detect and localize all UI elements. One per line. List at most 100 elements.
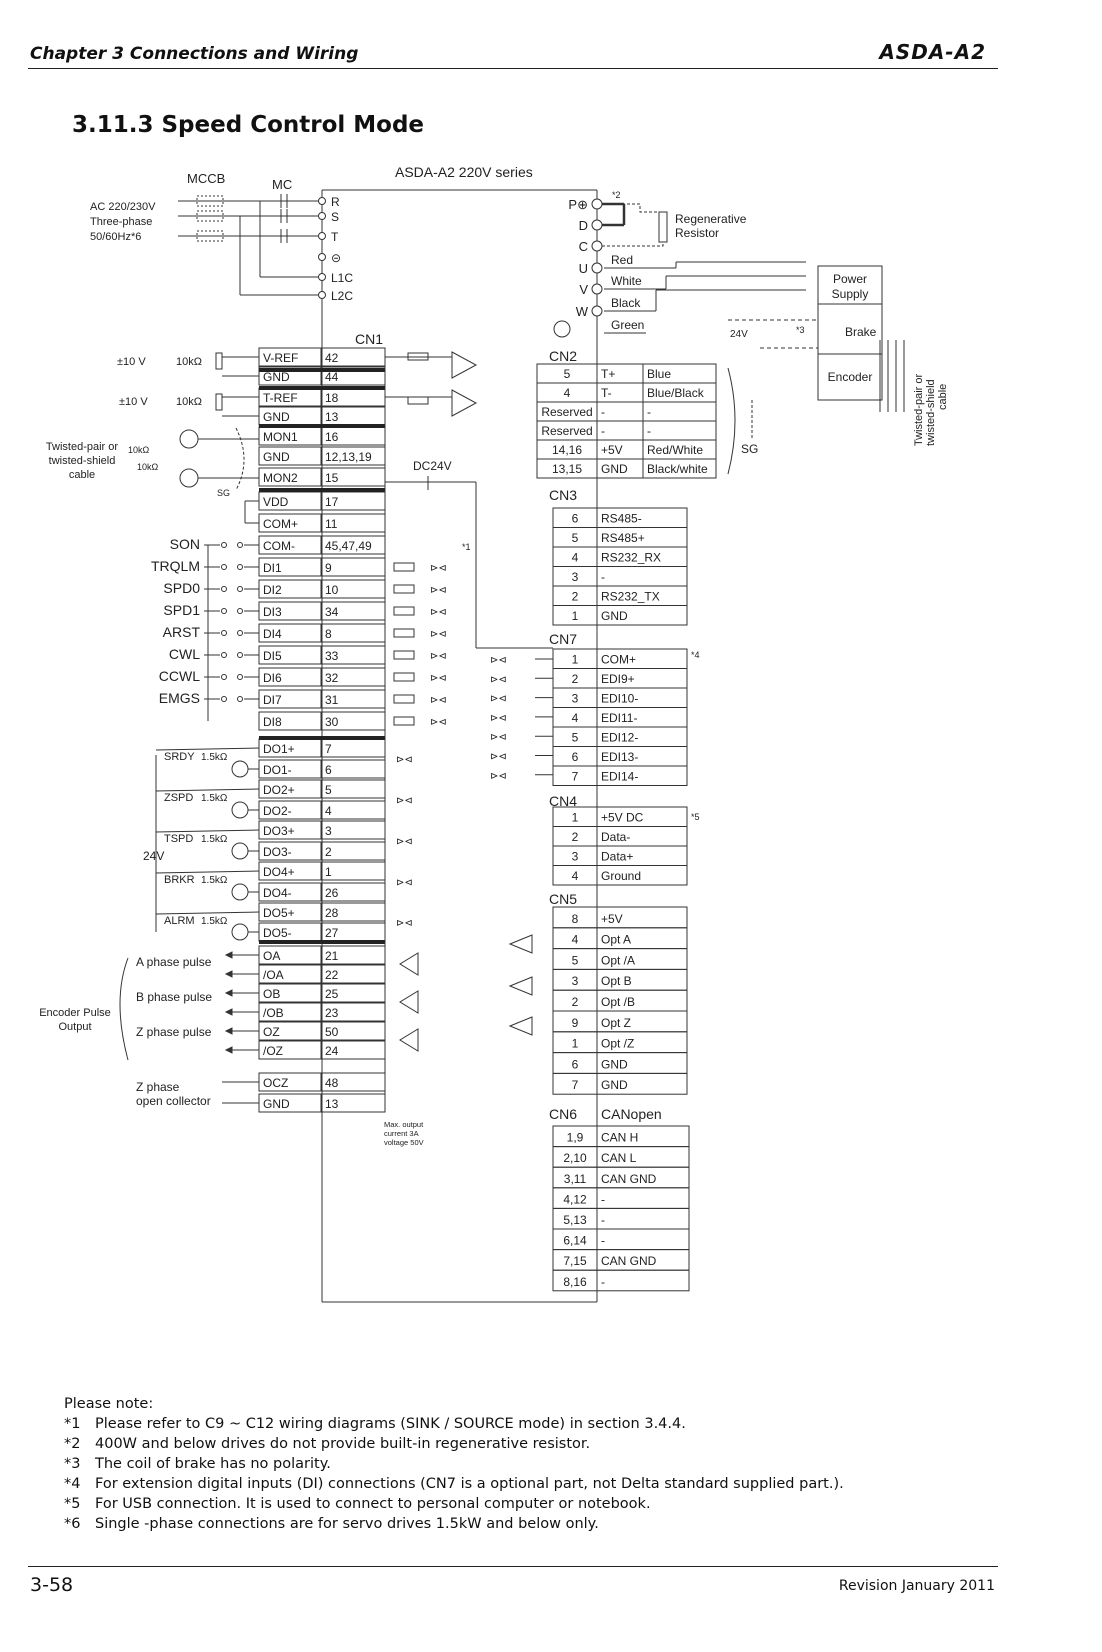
arrow-icon — [224, 989, 233, 997]
switch-contact — [221, 608, 227, 614]
cn2-cell-text: +5V — [601, 443, 623, 457]
cn5-cell-text: Opt /B — [601, 995, 635, 1009]
cn1-pin: 15 — [325, 471, 339, 485]
cn3-cell-text: RS485- — [601, 512, 642, 526]
do-wire — [155, 911, 260, 915]
cn2-cell-text: Reserved — [541, 424, 592, 438]
power-supply-label: Supply — [832, 287, 869, 301]
do-wire — [155, 788, 260, 792]
cn5-cell-text: 8 — [572, 912, 579, 926]
analog-res-label: 10kΩ — [176, 356, 202, 368]
cn1-pin: 13 — [325, 410, 339, 424]
cn1-signal: DO5- — [263, 926, 292, 940]
di-input-resistor — [393, 628, 415, 638]
note-text: The coil of brake has no polarity. — [95, 1456, 331, 1472]
chapter-title: Chapter 3 Connections and Wiring — [30, 44, 359, 64]
cn4-cell-text: 1 — [572, 811, 579, 825]
wire-color-label: Black — [611, 296, 641, 310]
z-open-collector-label: Z phase — [136, 1080, 180, 1094]
cn3-cell-text: RS232_TX — [601, 590, 660, 604]
cn1-signal: COM- — [263, 539, 295, 553]
arrow-icon — [224, 1046, 233, 1054]
cn7-cell-text: EDI9+ — [601, 672, 635, 686]
cn1-pin: 13 — [325, 1097, 339, 1111]
note-number: *3 — [64, 1456, 81, 1472]
cn7-cell-text: 4 — [572, 711, 579, 725]
cn1-pin: 2 — [325, 845, 332, 859]
di-input-resistor — [393, 672, 415, 682]
switch-contact — [221, 542, 227, 548]
cn1-pin: 42 — [325, 351, 339, 365]
regen-wire — [602, 242, 664, 247]
cn1-pin: 4 — [325, 804, 332, 818]
di-function-label: SON — [170, 536, 200, 552]
cn6-cell-text: 3,11 — [564, 1172, 587, 1186]
cn1-signal: T-REF — [263, 391, 298, 405]
twisted-label-left: twisted-shield — [49, 455, 116, 467]
cn7-cell-text: 6 — [572, 750, 579, 764]
twisted-label: Twisted-pair or — [913, 374, 925, 446]
power-terminal — [318, 212, 326, 220]
cn5-cell-text: 1 — [572, 1037, 579, 1051]
cn6-cell-text: CAN GND — [601, 1172, 657, 1186]
cn6-title: CN6 — [549, 1106, 577, 1122]
max-output-label: current 3A — [384, 1129, 419, 1138]
series-title: ASDA-A2 220V series — [395, 164, 533, 180]
product-logo: ASDA-A2 — [879, 40, 986, 64]
cn4-cell-text: Ground — [601, 869, 641, 883]
cn7-title: CN7 — [549, 631, 577, 647]
cn4-cell-text: Data- — [601, 830, 630, 844]
cn1-pin: 31 — [325, 693, 339, 707]
cn7-cell-text: EDI14- — [601, 770, 638, 784]
motor-terminal-label: P⊕ — [568, 197, 588, 212]
cn1-signal: DO4+ — [263, 865, 295, 879]
switch-contact — [221, 564, 227, 570]
wire-color-label: White — [611, 274, 642, 288]
potentiometer — [215, 352, 223, 370]
analog-voltage-label: ±10 V — [117, 356, 146, 368]
di-function-label: SPD1 — [163, 602, 200, 618]
cn1-pin: 1 — [325, 865, 332, 879]
cn5-cell-text: 6 — [572, 1057, 579, 1071]
cn1-signal: DO2+ — [263, 783, 295, 797]
switch-contact — [221, 674, 227, 680]
encoder-output-label: A phase pulse — [136, 955, 212, 969]
mon-res-label: 10kΩ — [137, 462, 159, 472]
cn5-cell-text: GND — [601, 1078, 628, 1092]
cn2-cell — [642, 458, 717, 479]
cn5-cell — [596, 1072, 688, 1095]
cn6-cell-text: - — [601, 1192, 605, 1206]
cn3-cell-text: - — [601, 570, 605, 584]
cn1-pin: 34 — [325, 605, 339, 619]
cn1-signal: DI7 — [263, 693, 282, 707]
brake-24v-label: 24V — [730, 329, 748, 340]
cn2-cell-text: - — [647, 424, 651, 438]
cn4-cell-text: 3 — [572, 850, 579, 864]
di-input-resistor — [393, 694, 415, 704]
cn1-pin: 28 — [325, 906, 339, 920]
cn1-signal: DO3+ — [263, 824, 295, 838]
encoder-brace — [119, 957, 129, 1061]
power-terminal-label: S — [331, 210, 339, 224]
do-function-label: SRDY — [164, 751, 195, 763]
cn1-signal: GND — [263, 370, 290, 384]
cn1-signal: MON1 — [263, 430, 298, 444]
cn6-subtitle: CANopen — [601, 1106, 662, 1122]
cn6-cell-text: CAN L — [601, 1151, 637, 1165]
cn6-cell — [596, 1228, 690, 1251]
note-number: *5 — [64, 1496, 81, 1512]
cn1-signal: DO3- — [263, 845, 292, 859]
max-output-label: voltage 50V — [384, 1138, 424, 1147]
cn1-signal: GND — [263, 410, 290, 424]
cn1-pin: 25 — [325, 987, 339, 1001]
cn1-pin: 7 — [325, 742, 332, 756]
cn5-cell-text: Opt Z — [601, 1016, 631, 1030]
di-input-resistor — [393, 650, 415, 660]
note-number: *2 — [64, 1436, 81, 1452]
switch-contact — [237, 542, 243, 548]
cn5-cell-text: 3 — [572, 974, 579, 988]
cn3-cell — [596, 605, 688, 626]
cn7-cell-text: 3 — [572, 692, 579, 706]
regen-wire — [602, 203, 663, 213]
cn6-cell-text: 6,14 — [563, 1234, 587, 1248]
